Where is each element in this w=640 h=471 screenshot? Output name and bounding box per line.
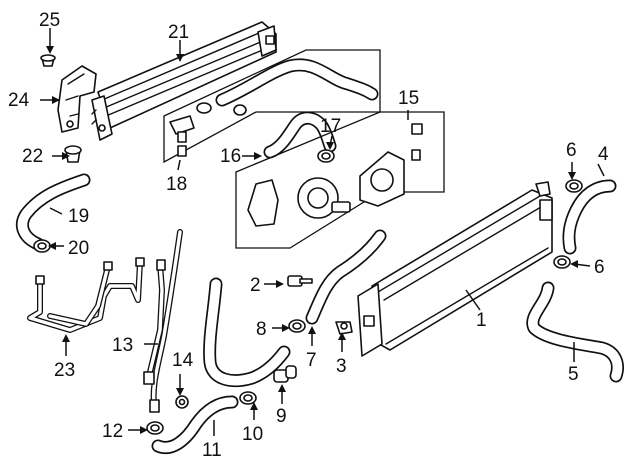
- callout-1: 1: [476, 310, 487, 331]
- hose-middle: [203, 277, 291, 388]
- callout-8: 8: [256, 319, 267, 340]
- hose-19: [16, 173, 91, 251]
- tube-13: [143, 229, 183, 413]
- callout-25: 25: [39, 10, 60, 31]
- oil-cooler-21: [91, 21, 277, 141]
- callout-10: 10: [242, 424, 263, 445]
- leader-lines: [40, 28, 605, 436]
- bracket-24: [57, 65, 97, 133]
- clamp-10: [239, 391, 257, 405]
- group-box-16-18: [163, 49, 381, 164]
- callout-18: 18: [166, 174, 187, 195]
- callout-16: 16: [220, 146, 241, 167]
- hose-11: [151, 395, 239, 454]
- hose-7: [305, 229, 387, 325]
- callout-19: 19: [68, 206, 89, 227]
- hose-4: [562, 179, 617, 255]
- bolt-14: [175, 395, 189, 409]
- group-box-15: [235, 111, 445, 249]
- callout-11: 11: [202, 440, 222, 461]
- radiator-1: [357, 181, 553, 357]
- callout-3: 3: [336, 356, 347, 377]
- callout-13: 13: [112, 335, 133, 356]
- callout-5: 5: [568, 364, 579, 385]
- bolt-2: [287, 275, 313, 287]
- clamp-12: [146, 421, 164, 435]
- callout-21: 21: [168, 22, 189, 43]
- callout-4: 4: [598, 144, 609, 165]
- clamp-20: [33, 239, 51, 253]
- fitting-9: [273, 365, 297, 383]
- clamp-6-upper: [565, 179, 583, 193]
- callout-6-lower: 6: [594, 257, 605, 278]
- callout-17: 17: [320, 116, 341, 137]
- callout-23: 23: [54, 360, 75, 381]
- hose-5: [526, 281, 624, 383]
- clamp-8: [288, 319, 306, 333]
- callout-7: 7: [306, 350, 317, 371]
- nut-3: [335, 321, 353, 335]
- callout-14: 14: [172, 350, 194, 371]
- callout-22: 22: [22, 146, 43, 167]
- clamp-17: [317, 149, 335, 163]
- callout-labels: 25 21 24 22 19 20 23 13 14 12 11 10 9 8 …: [8, 10, 609, 461]
- tube-assembly-23: [27, 257, 145, 333]
- clip-22: [64, 145, 82, 163]
- callout-20: 20: [68, 238, 89, 259]
- clamp-6-lower: [553, 255, 571, 269]
- callout-15: 15: [398, 88, 419, 109]
- callout-12: 12: [102, 421, 123, 442]
- callout-24: 24: [8, 90, 30, 111]
- callout-2: 2: [250, 275, 261, 296]
- callout-6-upper: 6: [566, 140, 577, 161]
- callout-9: 9: [276, 406, 287, 427]
- clip-25: [40, 54, 56, 67]
